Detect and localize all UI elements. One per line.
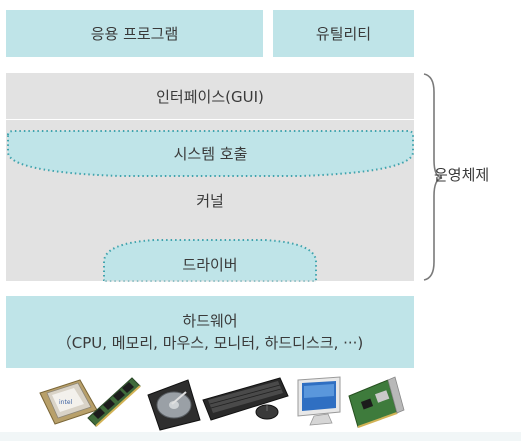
utility-layer: 유틸리티 (273, 10, 414, 57)
bottom-strip (0, 432, 521, 441)
application-layer: 응용 프로그램 (6, 10, 263, 57)
driver-text: 드라이버 (182, 255, 238, 274)
svg-text:intel: intel (59, 399, 73, 406)
system-call-text: 시스템 호출 (173, 144, 248, 163)
os-label: 운영체제 (434, 166, 490, 184)
hardware-label: 하드웨어 (182, 312, 238, 330)
keyboard-icon (202, 377, 289, 421)
system-call-region (7, 130, 414, 177)
driver-region (103, 239, 317, 282)
network-card-icon (348, 376, 405, 428)
brace-icon (423, 73, 443, 281)
hardware-examples: （CPU, 메모리, 마우스, 모니터, 하드디스크, ···) (56, 334, 364, 352)
hard-disk-icon (147, 379, 201, 431)
monitor-icon (297, 376, 341, 426)
cpu-chip-icon: intel (39, 379, 98, 425)
kernel-label: 커널 (196, 192, 224, 210)
mouse-icon (255, 404, 279, 420)
interface-layer: 인터페이스(GUI) (6, 73, 414, 119)
hardware-layer: 하드웨어 （CPU, 메모리, 마우스, 모니터, 하드디스크, ···) (6, 296, 414, 368)
interface-label: 인터페이스(GUI) (156, 87, 264, 106)
utility-label: 유틸리티 (315, 25, 372, 43)
application-label: 응용 프로그램 (90, 25, 179, 43)
memory-module-icon (87, 377, 141, 427)
